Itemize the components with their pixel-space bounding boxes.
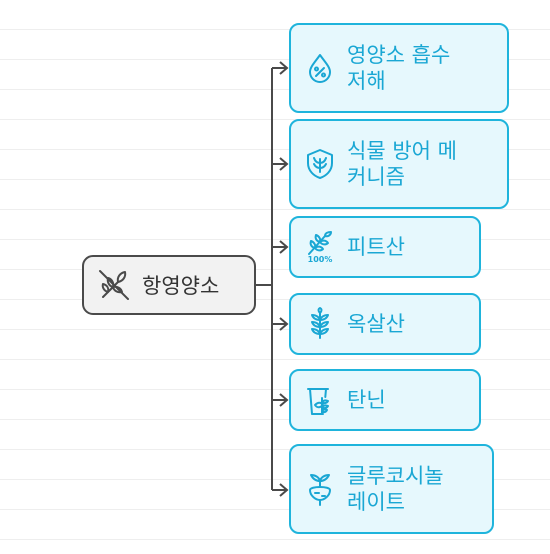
- root-node[interactable]: 항영양소: [82, 255, 256, 315]
- branch-node-phytic-acid[interactable]: 100% 피트산: [289, 216, 481, 278]
- branch-label: 글루코시놀 레이트: [347, 464, 444, 514]
- branch-node-tannin[interactable]: 탄닌: [289, 369, 481, 431]
- branch-label: 피트산: [347, 235, 405, 259]
- connector-arrow-4: [272, 317, 289, 331]
- root-node-label: 항영양소: [142, 274, 220, 298]
- connector-arrow-5: [272, 393, 289, 407]
- svg-text:100%: 100%: [308, 255, 333, 264]
- percent-droplet-icon: [303, 51, 337, 85]
- branch-label: 탄닌: [347, 388, 386, 412]
- cup-with-leaves-icon: [303, 383, 337, 417]
- grain-100-percent-icon: 100%: [303, 230, 337, 264]
- connector-arrow-3: [272, 240, 289, 254]
- branch-node-plant-defense[interactable]: 식물 방어 메 커니즘: [289, 119, 509, 209]
- crossed-out-wheat-icon: [96, 267, 132, 303]
- branch-label: 영양소 흡수 저해: [347, 43, 451, 93]
- branch-node-nutrient-absorption[interactable]: 영양소 흡수 저해: [289, 23, 509, 113]
- branch-node-oxalic-acid[interactable]: 옥살산: [289, 293, 481, 355]
- leaf-sprig-icon: [303, 307, 337, 341]
- connector-arrow-6: [272, 483, 289, 497]
- turnip-icon: [303, 472, 337, 506]
- branch-label: 옥살산: [347, 312, 405, 336]
- branch-label: 식물 방어 메 커니즘: [347, 139, 457, 189]
- connector-trunk: [256, 68, 273, 490]
- branch-node-glucosinolate[interactable]: 글루코시놀 레이트: [289, 444, 494, 534]
- connector-arrow-2: [272, 157, 289, 171]
- plant-shield-icon: [303, 147, 337, 181]
- connector-arrow-1: [272, 61, 289, 75]
